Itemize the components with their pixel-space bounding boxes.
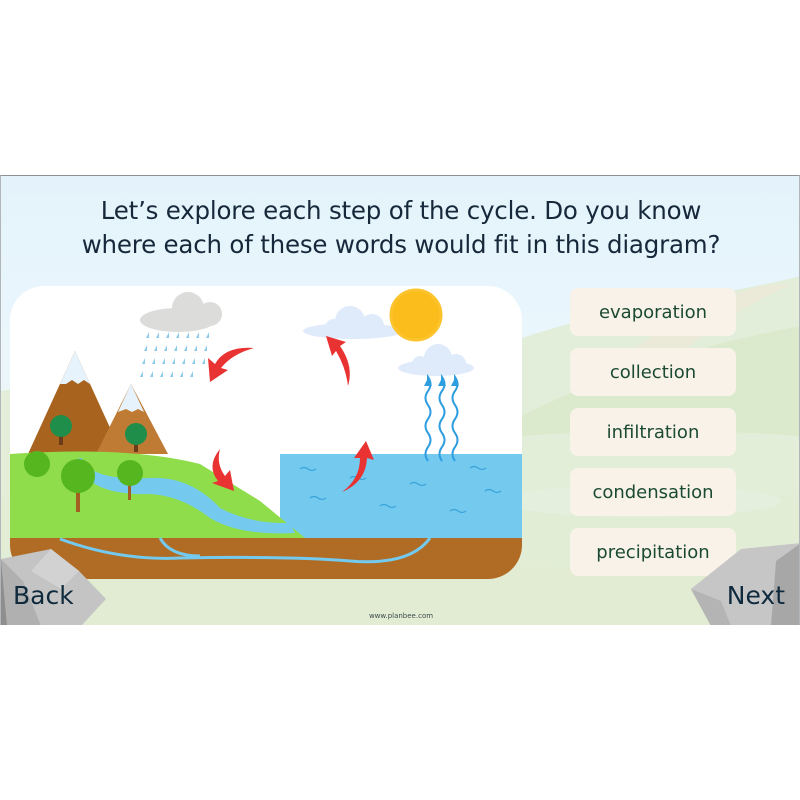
evaporation-wave-arrow-icon [424,373,459,462]
page-title: Let’s explore each step of the cycle. Do… [1,194,799,262]
word-card-condensation[interactable]: condensation [570,468,736,516]
cloud-icon [303,306,474,376]
diagram-illustration [10,288,522,579]
word-card-precipitation[interactable]: precipitation [570,528,736,576]
rock-left-icon [1,549,106,625]
word-card-evaporation[interactable]: evaporation [570,288,736,336]
red-arrow-icon [208,336,374,492]
mountain-icon [28,351,168,454]
title-line-2: where each of these words would fit in t… [81,230,721,259]
water-cycle-diagram [10,286,522,579]
next-button[interactable]: Next [726,581,785,610]
word-bank: evaporation collection infiltration cond… [570,288,736,588]
word-card-infiltration[interactable]: infiltration [570,408,736,456]
title-line-1: Let’s explore each step of the cycle. Do… [100,196,702,225]
back-button[interactable]: Back [13,581,74,610]
footer-url: www.planbee.com [368,612,434,620]
sun-icon [389,288,443,342]
word-card-collection[interactable]: collection [570,348,736,396]
tree-icon [24,415,147,512]
slide: Let’s explore each step of the cycle. Do… [0,175,800,625]
rock-right-icon [691,543,799,625]
rain-cloud-icon [140,292,222,377]
